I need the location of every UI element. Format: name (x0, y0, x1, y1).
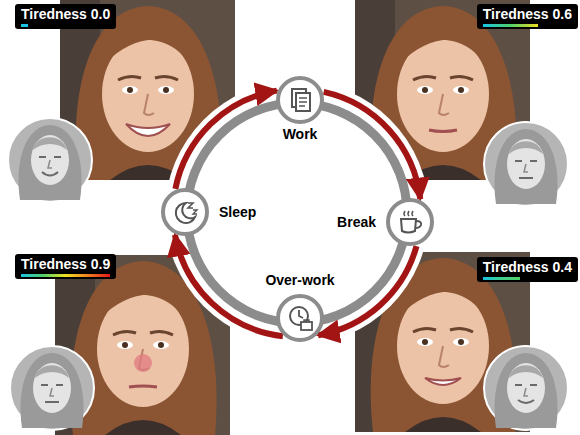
activity-label: Over-work (263, 272, 336, 289)
tiredness-badge: Tiredness 0.4 (477, 257, 578, 282)
activity-label: Work (281, 126, 320, 143)
tiredness-label: Tiredness 0.4 (483, 259, 572, 276)
activity-icon: Work (276, 76, 324, 124)
sculpture-top-right (519, 177, 533, 179)
sculpture-bottom-right (484, 346, 568, 430)
activity-symbol (188, 203, 193, 208)
sculpture-top-right (484, 122, 568, 206)
tiredness-bar (483, 277, 520, 280)
activity-symbol (176, 203, 195, 223)
activity-symbol (415, 221, 421, 228)
activity-symbol (396, 208, 424, 236)
activity-symbol (299, 310, 303, 318)
sculpture-bottom-right (518, 400, 534, 403)
photo-bottom-left (129, 386, 157, 387)
tiredness-badge: Tiredness 0.9 (15, 254, 116, 279)
sculpture-bottom-left (45, 401, 59, 403)
cycle-arrow (324, 92, 421, 199)
activity-icon: Sleep (161, 188, 209, 236)
tiredness-bar (483, 24, 538, 27)
tiredness-bar (21, 274, 110, 277)
activity-symbol (296, 93, 310, 111)
activity-symbol (171, 198, 199, 226)
tiredness-badge: Tiredness 0.0 (15, 4, 116, 29)
tiredness-badge: Tiredness 0.6 (477, 4, 578, 29)
activity-label: Sleep (217, 204, 258, 221)
sculpture-bottom-right (484, 346, 568, 430)
cycle-ring (187, 103, 407, 323)
sculpture-top-left (42, 172, 58, 176)
activity-symbol (404, 211, 413, 216)
sculpture-top-left (8, 118, 92, 202)
tiredness-label: Tiredness 0.6 (483, 6, 572, 23)
photo-bottom-left (134, 354, 152, 372)
activity-symbol (401, 219, 416, 233)
activity-label: Break (335, 214, 378, 231)
activity-symbol (286, 304, 314, 332)
photo-top-left (126, 124, 170, 136)
activity-symbol (299, 98, 307, 106)
activity-symbol (301, 322, 312, 330)
tiredness-bar (21, 24, 28, 27)
activity-symbol (286, 86, 314, 114)
activity-icon: Break (386, 198, 434, 246)
sculpture-bottom-left (10, 346, 94, 430)
cycle-arrow (318, 246, 416, 335)
activity-icon: Over-work (276, 294, 324, 342)
cycle-arrow (175, 91, 276, 189)
sculpture-top-left (8, 118, 92, 202)
photo-bottom-right (425, 378, 461, 385)
photo-top-right (429, 130, 457, 132)
sculpture-bottom-left (10, 346, 94, 430)
sculpture-top-right (484, 122, 568, 206)
activity-symbol (193, 210, 197, 214)
tiredness-label: Tiredness 0.0 (21, 6, 110, 23)
tiredness-label: Tiredness 0.9 (21, 256, 110, 273)
activity-symbol (304, 320, 309, 322)
